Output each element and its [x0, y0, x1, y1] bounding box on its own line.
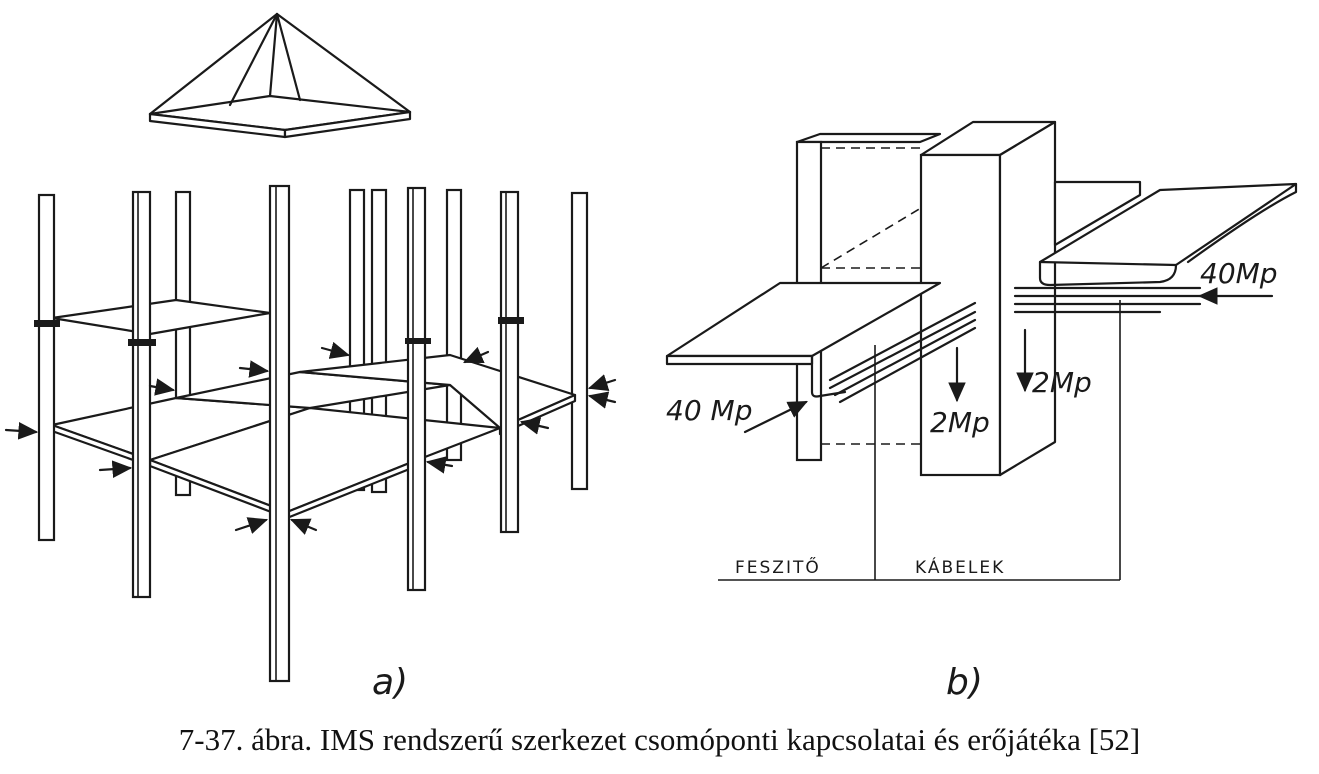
- left-slab: [665, 281, 977, 404]
- load-arrows: [743, 287, 1274, 434]
- panel-a-label: a): [372, 662, 408, 703]
- right-slab: [1013, 180, 1298, 314]
- figure-caption: 7-37. ábra. IMS rendszerű szerkezet csom…: [178, 722, 1141, 757]
- force-label-left: 40 Mp: [666, 394, 752, 427]
- lower-floor-slabs: [50, 353, 577, 520]
- upper-floor-slab: [50, 298, 272, 336]
- joint-force-arrows: [4, 341, 617, 535]
- load-label-center: 2Mp: [930, 406, 990, 439]
- panel-b-drawing: 40 Mp 40Mp 2Mp 2Mp FESZITŐ KÁBELEK b): [665, 120, 1298, 703]
- tendon-label-right: KÁBELEK: [915, 556, 1005, 578]
- lifted-slab-with-cables: [148, 12, 412, 139]
- force-label-right: 40Mp: [1200, 257, 1278, 290]
- tendon-label-left: FESZITŐ: [735, 556, 821, 578]
- panel-b-label: b): [946, 662, 983, 703]
- column-collars: [34, 317, 524, 346]
- panel-a-drawing: a): [4, 12, 617, 703]
- tendon-leaders: [718, 300, 1121, 581]
- central-column: [919, 120, 1057, 477]
- columns-front: [37, 184, 520, 683]
- load-label-right: 2Mp: [1032, 366, 1092, 399]
